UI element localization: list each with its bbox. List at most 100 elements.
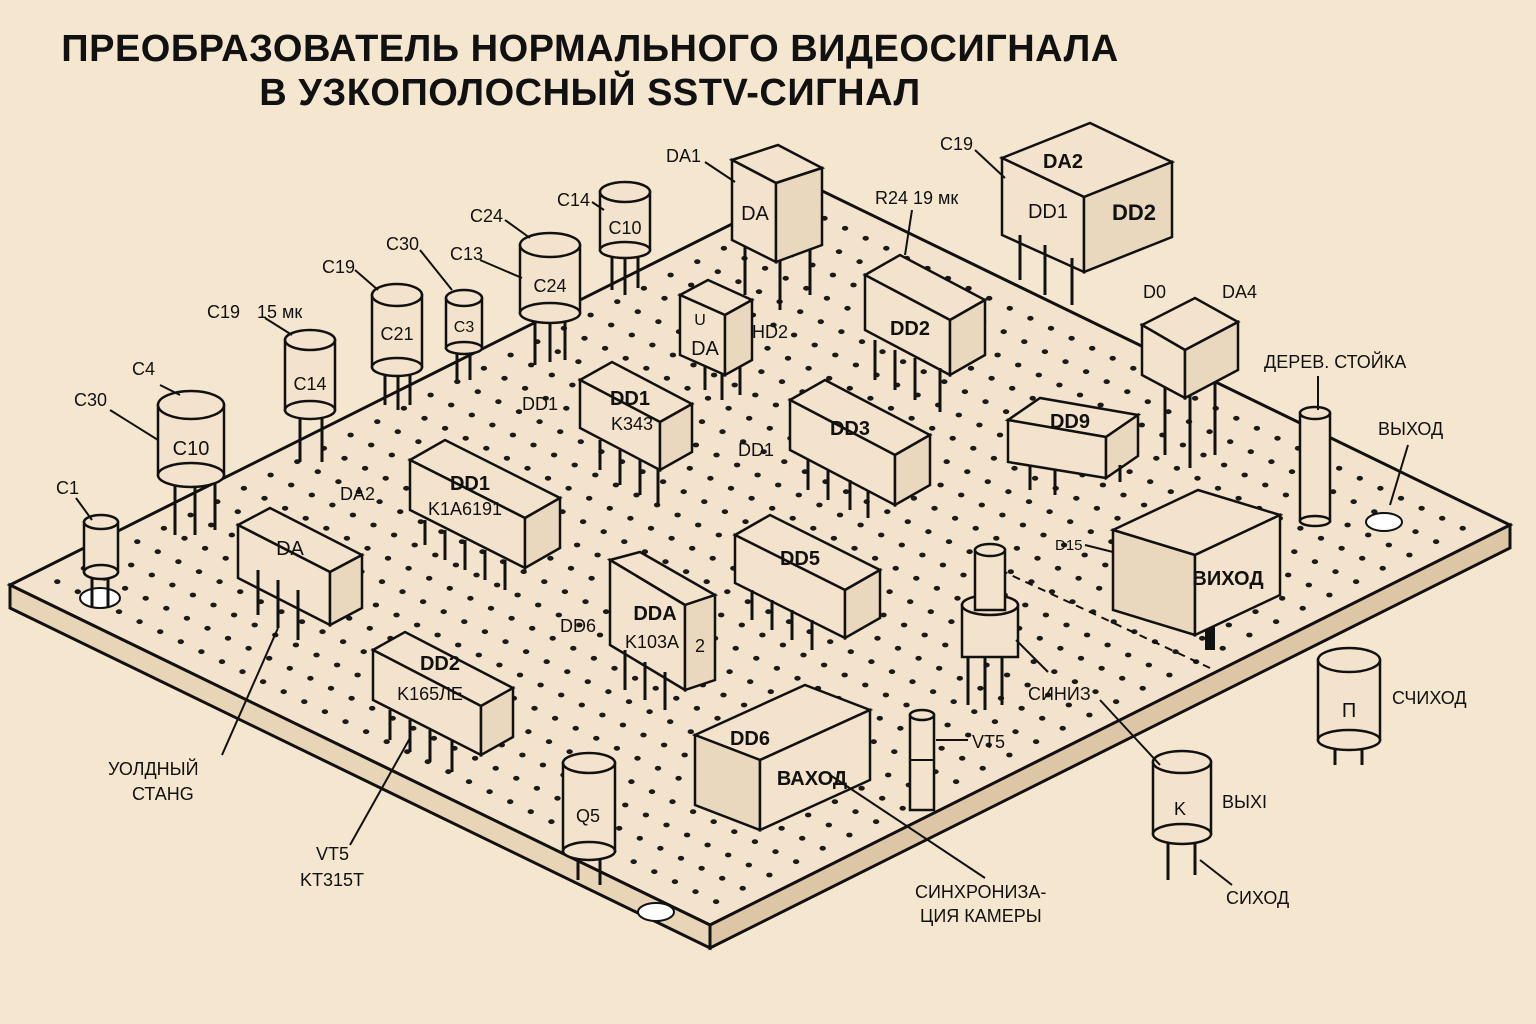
board-hole <box>842 489 850 495</box>
board-hole <box>990 455 998 461</box>
board-hole <box>1104 642 1111 648</box>
ic-label: DD2 <box>890 318 930 340</box>
board-hole <box>593 735 600 741</box>
board-hole <box>698 419 706 425</box>
board-hole <box>514 592 521 598</box>
board-hole <box>266 655 273 661</box>
ic-dd1-k1a6191: DD1 K1A6191 <box>407 438 563 590</box>
board-hole <box>937 482 944 488</box>
board-hole <box>636 835 643 841</box>
board-hole <box>701 499 708 505</box>
board-hole <box>933 585 941 591</box>
board-hole <box>1060 542 1068 548</box>
board-hole <box>850 282 857 288</box>
board-hole <box>1114 515 1121 521</box>
board-hole <box>779 642 787 648</box>
board-hole <box>1036 635 1044 641</box>
board-hole <box>862 235 869 241</box>
board-hole <box>661 295 668 301</box>
board-hole <box>1045 692 1052 698</box>
board-hole <box>230 612 238 618</box>
board-hole <box>1041 349 1049 355</box>
label-da1: DA1 <box>666 146 701 166</box>
board-hole <box>1073 495 1080 501</box>
label-c19: C19 <box>207 302 240 322</box>
board-hole <box>541 579 548 585</box>
trimmer-siniz <box>960 542 1020 710</box>
board-hole <box>832 352 839 358</box>
board-hole <box>841 672 848 678</box>
board-hole <box>936 665 943 671</box>
board-hole <box>714 715 721 721</box>
board-hole <box>655 319 662 325</box>
board-hole <box>1087 529 1095 535</box>
board-hole <box>335 479 342 485</box>
ic-label-side: 2 <box>695 636 705 656</box>
board-hole <box>857 522 864 528</box>
board-hole <box>938 745 945 751</box>
diagram-title-line-2: В УЗКОПОЛОСНЫЙ SSTV-СИГНАЛ <box>259 72 921 114</box>
board-hole <box>829 272 837 278</box>
board-hole <box>189 592 197 598</box>
board-hole <box>566 749 573 755</box>
board-hole <box>704 842 711 848</box>
board-hole <box>441 425 449 431</box>
board-hole <box>986 295 993 301</box>
board-hole <box>731 382 738 388</box>
board-hole <box>921 632 928 638</box>
board-hole <box>908 415 915 421</box>
board-hole <box>633 492 640 498</box>
board-hole <box>874 635 881 641</box>
board-hole <box>1297 525 1304 531</box>
board-hole <box>1062 359 1069 365</box>
board-hole <box>719 875 726 881</box>
board-hole <box>366 625 373 631</box>
board-hole <box>399 589 406 595</box>
board-hole <box>789 515 796 521</box>
board-hole <box>1172 649 1179 655</box>
board-hole <box>355 489 363 495</box>
capacitor-label: C10 <box>173 438 210 460</box>
board-hole <box>724 589 731 595</box>
board-hole <box>481 629 489 635</box>
board-hole <box>862 682 869 688</box>
board-hole <box>1288 469 1296 475</box>
board-hole <box>823 295 831 301</box>
board-hole <box>529 625 536 631</box>
board-hole <box>795 492 802 498</box>
label-uoldn-line-2: СТАНG <box>132 784 194 804</box>
board-hole <box>704 395 712 401</box>
board-hole <box>792 859 800 865</box>
board-hole <box>587 312 594 318</box>
board-hole <box>674 512 681 518</box>
board-hole <box>542 395 549 401</box>
board-hole <box>782 275 789 281</box>
board-hole <box>778 379 786 385</box>
label-da2: DA2 <box>340 484 375 504</box>
board-hole <box>872 819 880 825</box>
board-hole <box>400 405 408 411</box>
board-hole <box>473 572 480 578</box>
board-hole <box>761 265 769 271</box>
board-hole <box>745 862 752 868</box>
board-hole <box>462 435 469 441</box>
board-hole <box>527 809 534 815</box>
board-hole <box>321 709 329 715</box>
board-hole <box>216 579 223 585</box>
board-hole <box>904 519 911 525</box>
board-hole <box>710 372 718 378</box>
ic-label-side: DD2 <box>1112 200 1156 225</box>
board-hole <box>430 735 438 741</box>
board-hole <box>1235 495 1242 501</box>
board-hole <box>742 519 749 525</box>
board-hole <box>333 662 341 668</box>
board-hole <box>564 669 571 675</box>
board-hole <box>438 529 445 535</box>
board-hole <box>195 569 203 575</box>
board-hole <box>329 502 336 508</box>
board-hole <box>651 869 658 875</box>
board-hole <box>816 502 823 508</box>
board-hole <box>1021 339 1028 345</box>
board-hole <box>578 702 585 708</box>
